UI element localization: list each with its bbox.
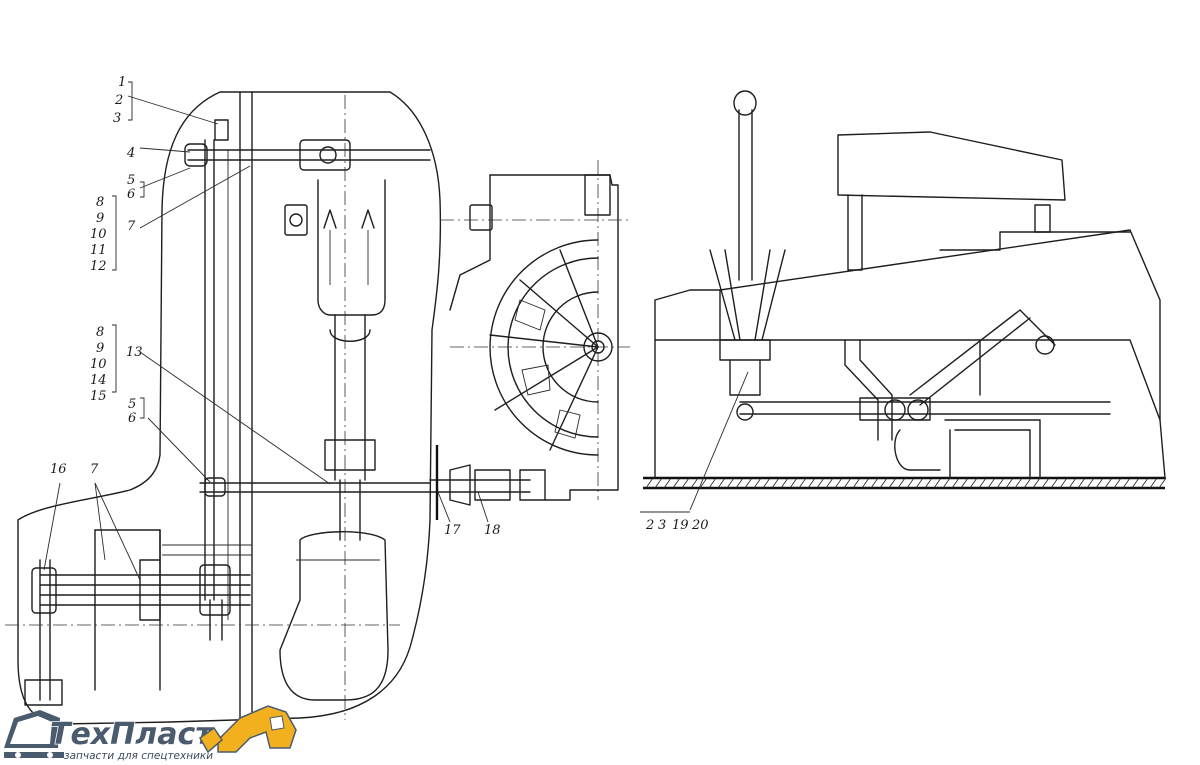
ground-hatch — [807, 477, 816, 489]
ground-hatch — [816, 477, 825, 489]
ground-hatch — [1023, 477, 1032, 489]
label-16: 16 — [50, 462, 67, 477]
ground-hatch — [798, 477, 807, 489]
ground-hatch — [888, 477, 897, 489]
label-5: 5 — [127, 173, 135, 188]
ground-hatch — [663, 477, 672, 489]
ground-hatch — [780, 477, 789, 489]
ground-hatch — [960, 477, 969, 489]
ground-hatch — [762, 477, 771, 489]
ground-hatch — [744, 477, 753, 489]
callout-labels: 1 2 3 4 5 6 7 8 9 10 11 12 8 9 10 14 15 … — [50, 75, 709, 538]
ground-hatch — [1140, 477, 1149, 489]
label-11: 11 — [90, 243, 107, 258]
ground-hatch — [645, 477, 654, 489]
ground-hatch — [717, 477, 726, 489]
ground-hatch — [1041, 477, 1050, 489]
ground-hatch — [735, 477, 744, 489]
brand-tagline: запчасти для спецтехники — [64, 750, 213, 762]
ground-hatch — [879, 477, 888, 489]
ground-hatch — [1059, 477, 1068, 489]
ground-hatch — [1122, 477, 1131, 489]
label-7: 7 — [90, 462, 99, 477]
ground-hatch — [789, 477, 798, 489]
ground-hatch — [969, 477, 978, 489]
ground-hatch — [1005, 477, 1014, 489]
ground-hatch — [726, 477, 735, 489]
ground-hatch — [843, 477, 852, 489]
ground-hatch — [1068, 477, 1077, 489]
label-4: 4 — [126, 146, 135, 161]
ground-hatch — [987, 477, 996, 489]
ground-hatch — [1149, 477, 1158, 489]
ground-hatch — [1014, 477, 1023, 489]
ground-hatch — [870, 477, 879, 489]
bulldozer-icon — [4, 710, 64, 758]
label-3: 3 — [658, 518, 666, 533]
label-17: 17 — [444, 523, 461, 538]
right-view — [643, 90, 1167, 490]
ground-hatch — [771, 477, 780, 489]
label-9: 9 — [96, 341, 104, 356]
label-12: 12 — [90, 259, 107, 274]
ground-hatch — [1104, 477, 1113, 489]
ground-hatch — [690, 477, 699, 489]
ground-hatch — [1086, 477, 1095, 489]
label-7: 7 — [127, 219, 136, 234]
label-1: 1 — [118, 75, 126, 90]
label-6: 6 — [128, 411, 136, 426]
label-18: 18 — [484, 523, 501, 538]
ground-hatch — [942, 477, 951, 489]
middle-view — [429, 160, 630, 520]
ground-hatch — [1113, 477, 1122, 489]
ground-hatch — [978, 477, 987, 489]
label-14: 14 — [90, 373, 107, 388]
label-15: 15 — [90, 389, 107, 404]
ground-hatch — [654, 477, 663, 489]
label-8: 8 — [96, 195, 104, 210]
ground-hatch — [951, 477, 960, 489]
ground-hatch — [924, 477, 933, 489]
label-6: 6 — [127, 187, 135, 202]
label-10: 10 — [90, 227, 107, 242]
label-10: 10 — [90, 357, 107, 372]
label-3: 3 — [113, 111, 121, 126]
ground-hatch — [906, 477, 915, 489]
leader-lines — [43, 81, 749, 581]
ground-hatch — [672, 477, 681, 489]
ground-hatch — [1077, 477, 1086, 489]
ground-hatch — [897, 477, 906, 489]
brand-logo: ТехПласт запчасти для спецтехники — [4, 705, 297, 762]
ground-hatch — [1131, 477, 1140, 489]
label-2: 2 — [114, 93, 123, 108]
excavator-icon — [199, 705, 297, 754]
brand-name: ТехПласт — [50, 717, 214, 752]
label-5: 5 — [128, 397, 136, 412]
label-9: 9 — [96, 211, 104, 226]
label-19: 19 — [672, 518, 689, 533]
ground-hatch — [933, 477, 942, 489]
ground-hatch — [708, 477, 717, 489]
ground-hatch — [1050, 477, 1059, 489]
label-20: 20 — [691, 518, 709, 533]
ground-hatch — [834, 477, 843, 489]
ground-hatch — [996, 477, 1005, 489]
ground-hatch — [1095, 477, 1104, 489]
ground-hatch — [861, 477, 870, 489]
ground-hatch — [681, 477, 690, 489]
ground-hatch — [852, 477, 861, 489]
left-view — [5, 91, 442, 725]
ground-hatch — [1158, 477, 1167, 489]
ground-hatch — [753, 477, 762, 489]
ground-hatch — [825, 477, 834, 489]
ground-hatch — [1032, 477, 1041, 489]
ground-hatch — [699, 477, 708, 489]
label-8: 8 — [96, 325, 104, 340]
ground-hatch — [915, 477, 924, 489]
label-13: 13 — [126, 345, 143, 360]
label-2: 2 — [645, 518, 654, 533]
